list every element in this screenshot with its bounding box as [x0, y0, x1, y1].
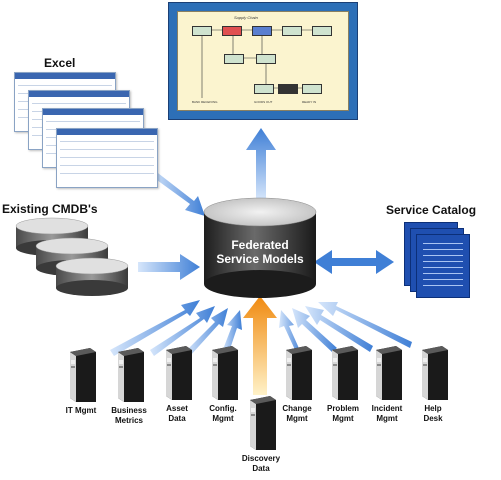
cmdb-label: Existing CMDB's — [2, 202, 98, 216]
server-label-line: Incident — [371, 404, 403, 413]
arrow-from-it-mgmt — [110, 300, 200, 356]
arrow-from-cmdb — [138, 254, 200, 280]
excel-sheet — [56, 128, 158, 188]
catalog-label: Service Catalog — [386, 203, 477, 217]
workflow-node — [302, 84, 322, 94]
server-icon — [212, 346, 238, 400]
server-label-line: Desk — [423, 414, 443, 423]
arrow-from-excel — [150, 170, 205, 216]
server-icon — [70, 348, 96, 402]
server-icon — [166, 346, 192, 400]
server-label: IT Mgmt — [49, 406, 113, 416]
process-monitor: Supply Chain BANK RECEIVING GOODS OUT RE… — [168, 2, 358, 120]
workflow-node — [254, 84, 274, 94]
arrow-from-config-mgmt — [222, 310, 242, 355]
workflow-node — [256, 54, 276, 64]
workflow-node — [192, 26, 212, 36]
server-label-line: Mgmt — [332, 414, 354, 423]
workflow-node — [224, 54, 244, 64]
workflow-node — [282, 26, 302, 36]
server-label-line: Mgmt — [286, 414, 308, 423]
server-it-mgmt: IT Mgmt — [66, 348, 96, 415]
catalog-document — [416, 234, 470, 298]
server-icon — [376, 346, 402, 400]
server-label-line: Business — [111, 406, 147, 415]
federated-cylinder — [203, 197, 317, 298]
server-label-line: Mgmt — [376, 414, 398, 423]
excel-label: Excel — [44, 56, 76, 70]
screen-title: Supply Chain — [234, 15, 258, 20]
workflow-node — [252, 26, 272, 36]
federated-label-line2: Service Models — [216, 252, 304, 266]
server-label-line: Change — [282, 404, 312, 413]
workflow-links — [201, 29, 312, 98]
server-label-line: Discovery — [241, 454, 281, 463]
arrow-from-help-desk — [318, 302, 412, 348]
arrow-to-catalog — [314, 250, 394, 274]
arrow-to-monitor — [246, 128, 276, 200]
workflow-node — [278, 84, 298, 94]
server-label-line: Problem — [326, 404, 359, 413]
server-icon — [422, 346, 448, 400]
server-icon — [250, 396, 276, 450]
server-label-line: IT Mgmt — [65, 406, 97, 415]
arrow-from-incident-mgmt — [305, 306, 373, 352]
arrow-from-problem-mgmt — [292, 308, 337, 352]
arrow-from-business-metrics — [150, 306, 215, 356]
caption-goods-out: GOODS OUT — [254, 100, 273, 104]
caption-ready-in: READY IN — [302, 100, 317, 104]
server-icon — [118, 348, 144, 402]
workflow-node — [222, 26, 242, 36]
server-label: Config.Mgmt — [191, 404, 255, 424]
server-label-line: Help — [424, 404, 442, 413]
federated-label: Federated Service Models — [200, 238, 320, 266]
server-icon — [332, 346, 358, 400]
server-label-line: Mgmt — [212, 414, 234, 423]
server-label-line: Data — [168, 414, 186, 423]
server-label-line: Metrics — [114, 416, 143, 425]
server-config-mgmt: Config.Mgmt — [208, 346, 238, 423]
server-label-line: Data — [252, 464, 270, 473]
workflow-screen: Supply Chain BANK RECEIVING GOODS OUT RE… — [177, 11, 349, 111]
arrow-from-asset-data — [185, 308, 228, 356]
arrow-from-change-mgmt — [279, 310, 302, 355]
arrow-from-discovery — [243, 296, 277, 395]
server-icon — [286, 346, 312, 400]
server-label-line: Asset — [166, 404, 188, 413]
caption-bank-receiving: BANK RECEIVING — [192, 100, 218, 104]
federated-label-line1: Federated — [231, 238, 289, 252]
cmdb-cylinders — [15, 217, 129, 296]
workflow-node — [312, 26, 332, 36]
server-label-line: Config. — [209, 404, 237, 413]
